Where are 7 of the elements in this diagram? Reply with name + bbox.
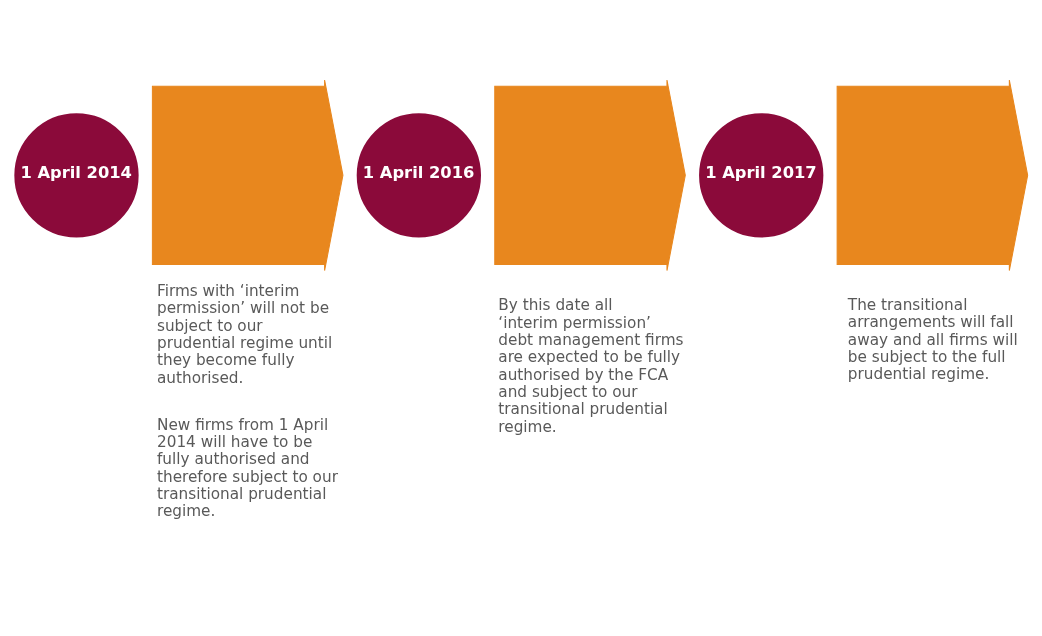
- node-label: The transitional arrangements will fall away and all firms will be subject to the full prudential regime.: [847, 295, 1018, 384]
- node-label: By this date all ‘interim permission’ debt management firms are expected to be fully authorised by the FCA and subject to our transitional prudential regime.: [498, 296, 684, 436]
- node-arrow: [494, 79, 686, 272]
- node-arrow: [836, 79, 1029, 272]
- node-arrow: [151, 79, 344, 272]
- node-label: New firms from 1 April 2014 will have to be fully authorised and therefore subject to our transitional prudential regime.: [156, 415, 338, 521]
- node-label: Firms with ‘interim permission’ will not be subject to our prudential regime until they become fully authorised.: [156, 282, 333, 387]
